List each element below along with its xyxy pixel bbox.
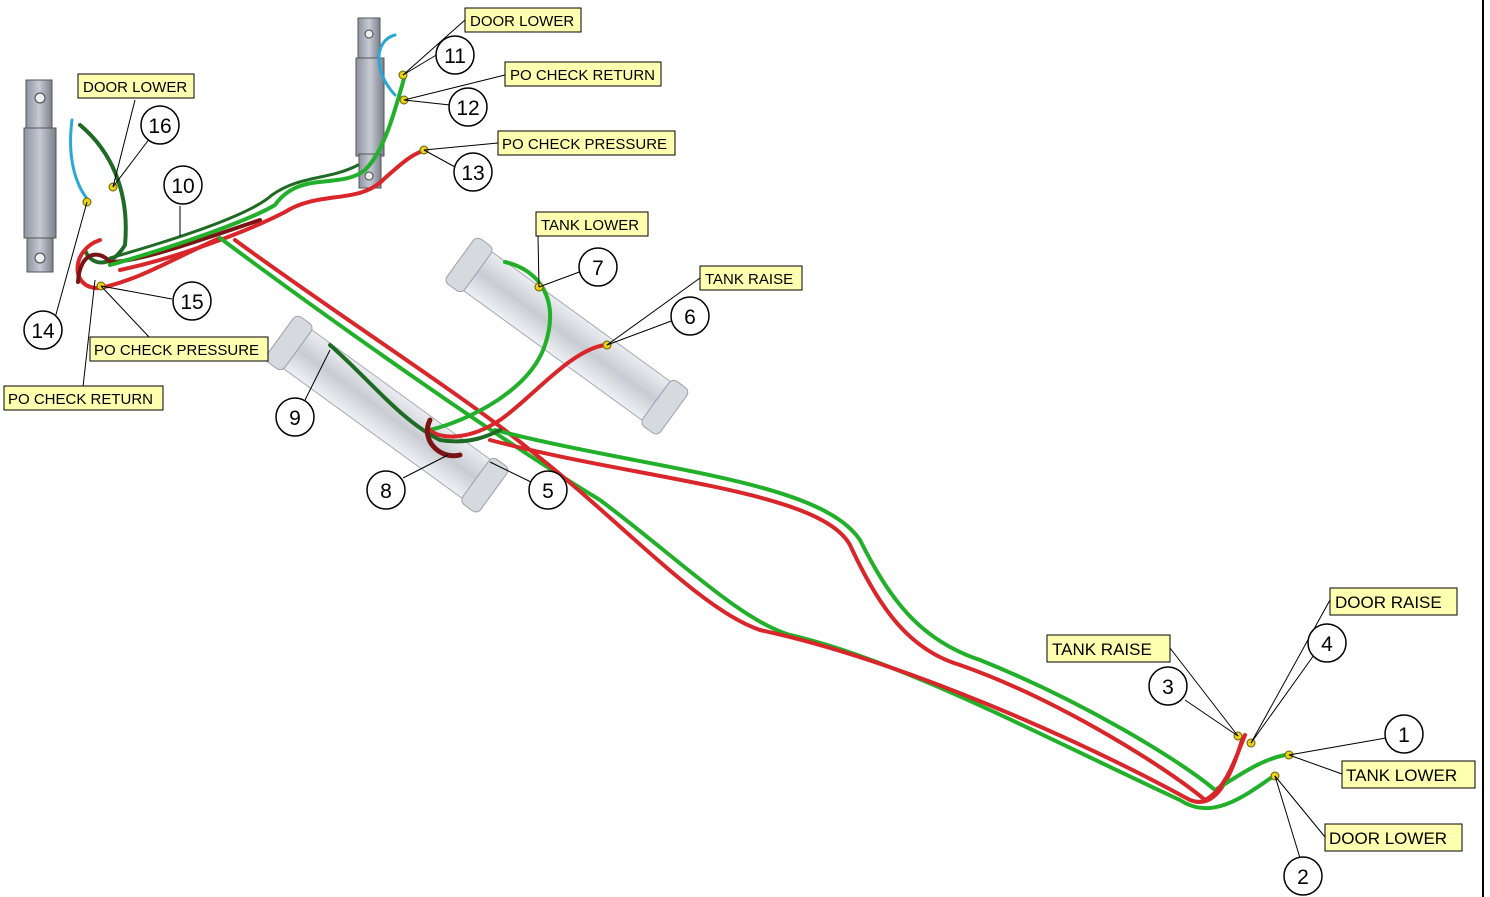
svg-text:5: 5 bbox=[542, 480, 554, 503]
svg-text:16: 16 bbox=[148, 115, 171, 138]
svg-text:14: 14 bbox=[31, 320, 55, 343]
svg-text:TANK RAISE: TANK RAISE bbox=[1052, 640, 1152, 659]
callout-12: 12 bbox=[448, 87, 488, 127]
svg-text:PO CHECK PRESSURE: PO CHECK PRESSURE bbox=[502, 136, 667, 153]
label-tank-lower-mid: TANK LOWER bbox=[535, 211, 649, 237]
label-tank-raise-mid: TANK RAISE bbox=[699, 265, 803, 291]
lower-tank-cylinder bbox=[265, 315, 509, 513]
svg-text:3: 3 bbox=[1162, 676, 1174, 699]
hose-red-long-1 bbox=[233, 238, 1244, 804]
callout-15: 15 bbox=[172, 281, 212, 321]
hose-cyan-left bbox=[69, 118, 90, 202]
leader-lines bbox=[54, 19, 1387, 859]
hose-red-long-2 bbox=[488, 438, 1247, 802]
svg-text:TANK LOWER: TANK LOWER bbox=[1346, 766, 1457, 785]
hose-dark-green-top bbox=[108, 163, 360, 260]
callout-8: 8 bbox=[366, 470, 406, 510]
svg-text:2: 2 bbox=[1297, 866, 1309, 889]
hose-green-tank-lower bbox=[428, 260, 552, 432]
svg-text:8: 8 bbox=[380, 480, 392, 503]
upper-tank-cylinder bbox=[445, 237, 689, 435]
svg-text:11: 11 bbox=[444, 45, 466, 68]
svg-text:12: 12 bbox=[456, 97, 479, 120]
svg-text:DOOR LOWER: DOOR LOWER bbox=[470, 13, 574, 30]
svg-text:DOOR RAISE: DOOR RAISE bbox=[1335, 593, 1442, 612]
hose-dark-red-tank bbox=[424, 417, 463, 459]
label-door-lower-top: DOOR LOWER bbox=[464, 7, 582, 33]
hose-green-long-2 bbox=[493, 428, 1287, 792]
callout-circles: 1 2 3 4 5 6 7 8 9 10 11 12 13 14 15 16 bbox=[23, 35, 1424, 896]
hose-red-tank-raise bbox=[428, 343, 607, 439]
left-door-cylinder bbox=[23, 79, 57, 273]
svg-text:9: 9 bbox=[289, 407, 301, 430]
label-po-check-pressure-top: PO CHECK PRESSURE bbox=[497, 130, 676, 156]
label-door-lower-right: DOOR LOWER bbox=[1324, 823, 1463, 852]
callout-10: 10 bbox=[163, 165, 203, 205]
callout-6: 6 bbox=[670, 296, 710, 336]
callout-5: 5 bbox=[528, 470, 568, 510]
hose-red-top bbox=[118, 148, 427, 272]
callout-14: 14 bbox=[23, 310, 63, 350]
svg-text:TANK RAISE: TANK RAISE bbox=[705, 271, 793, 288]
svg-text:10: 10 bbox=[171, 175, 194, 198]
callout-7: 7 bbox=[578, 247, 618, 287]
label-po-check-pressure-left: PO CHECK PRESSURE bbox=[89, 336, 269, 362]
top-door-cylinder bbox=[355, 17, 385, 189]
hoses bbox=[69, 33, 1287, 811]
label-door-lower-left: DOOR LOWER bbox=[77, 73, 195, 99]
fittings bbox=[82, 70, 1294, 781]
hose-dark-green-left bbox=[78, 123, 128, 265]
callout-16: 16 bbox=[140, 105, 180, 145]
label-door-raise-right: DOOR RAISE bbox=[1329, 587, 1458, 616]
svg-text:1: 1 bbox=[1398, 724, 1410, 747]
svg-text:PO CHECK PRESSURE: PO CHECK PRESSURE bbox=[94, 342, 259, 359]
svg-text:13: 13 bbox=[461, 162, 484, 185]
svg-text:4: 4 bbox=[1321, 633, 1333, 656]
hose-green-top bbox=[108, 73, 407, 267]
label-po-check-return-top: PO CHECK RETURN bbox=[504, 61, 662, 87]
callout-2: 2 bbox=[1283, 856, 1323, 896]
label-po-check-return-left: PO CHECK RETURN bbox=[3, 385, 164, 411]
label-tank-raise-right: TANK RAISE bbox=[1046, 634, 1171, 663]
hose-green-long-1 bbox=[218, 236, 1277, 811]
label-tank-lower-right: TANK LOWER bbox=[1341, 760, 1476, 789]
callout-11: 11 bbox=[435, 35, 475, 75]
svg-text:TANK LOWER: TANK LOWER bbox=[541, 217, 639, 234]
hose-cyan-top bbox=[377, 33, 397, 97]
right-border bbox=[1482, 0, 1484, 897]
svg-text:PO CHECK RETURN: PO CHECK RETURN bbox=[8, 391, 153, 408]
callout-1: 1 bbox=[1384, 714, 1424, 754]
svg-text:15: 15 bbox=[180, 291, 203, 314]
callout-13: 13 bbox=[453, 152, 493, 192]
callout-9: 9 bbox=[275, 397, 315, 437]
hose-dark-red-left bbox=[76, 218, 262, 284]
callout-3: 3 bbox=[1148, 666, 1188, 706]
callout-4: 4 bbox=[1307, 623, 1347, 663]
svg-text:DOOR LOWER: DOOR LOWER bbox=[83, 79, 187, 96]
svg-text:PO CHECK RETURN: PO CHECK RETURN bbox=[510, 67, 655, 84]
svg-text:DOOR LOWER: DOOR LOWER bbox=[1329, 829, 1447, 848]
svg-text:6: 6 bbox=[684, 306, 696, 329]
svg-text:7: 7 bbox=[592, 257, 604, 280]
